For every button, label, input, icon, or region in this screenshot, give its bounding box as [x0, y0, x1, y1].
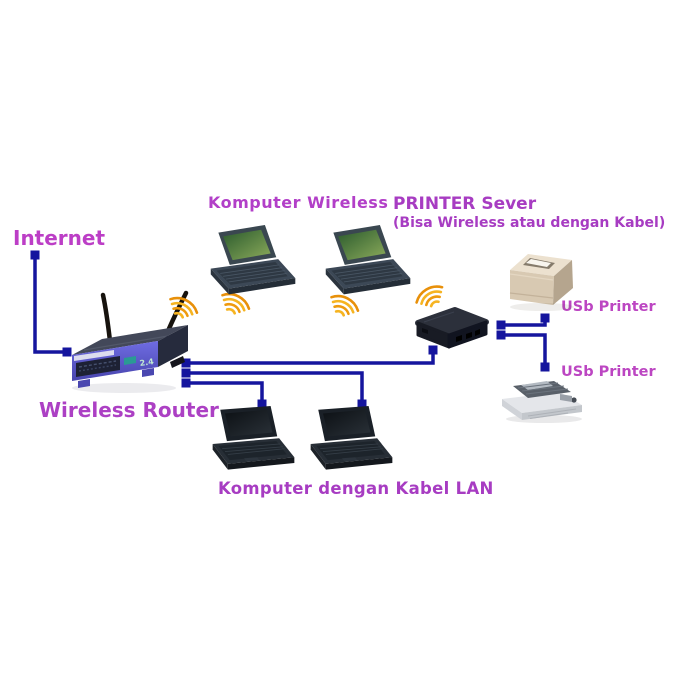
usb-printer-bottom-label: USb Printer [561, 364, 656, 380]
router-band-text: 2.4 [139, 357, 155, 368]
line-router-to-lan-laptop-2 [181, 368, 367, 409]
wireless-laptop-1-image [206, 222, 301, 303]
printer-server-subtitle: (Bisa Wireless atau dengan Kabel) [393, 215, 666, 231]
lan-laptop-2-image [304, 405, 399, 481]
wifi-signal-icon-router [169, 290, 201, 320]
wifi-signal-icon-printserver [412, 279, 444, 309]
wireless-router-image: 2.4 [62, 289, 202, 401]
print-server-image [409, 301, 494, 356]
wireless-laptop-2-image [321, 222, 416, 303]
line-printserver-to-dotmatrix-printer [496, 330, 550, 372]
lan-laptop-1-image [206, 405, 301, 481]
komputer-kabel-lan-label: Komputer dengan Kabel LAN [218, 479, 494, 498]
komputer-wireless-label: Komputer Wireless [208, 193, 389, 212]
usb-printer-top-label: USb Printer [561, 299, 656, 315]
line-printserver-to-laser-printer [496, 313, 550, 330]
line-internet-to-router [30, 250, 72, 357]
printer-server-label: PRINTER Sever (Bisa Wireless atau dengan… [393, 194, 665, 231]
printer-server-title: PRINTER Sever [393, 194, 537, 214]
usb-dotmatrix-printer-image [498, 372, 588, 424]
line-router-to-printserver [181, 345, 438, 368]
wireless-router-label: Wireless Router [39, 398, 219, 422]
internet-label: Internet [13, 226, 106, 250]
usb-laser-printer-image [504, 243, 584, 313]
wifi-signal-icon-laptop-2 [330, 288, 362, 318]
wifi-signal-icon-laptop-1 [221, 286, 253, 316]
line-router-to-lan-laptop-1 [181, 378, 267, 409]
